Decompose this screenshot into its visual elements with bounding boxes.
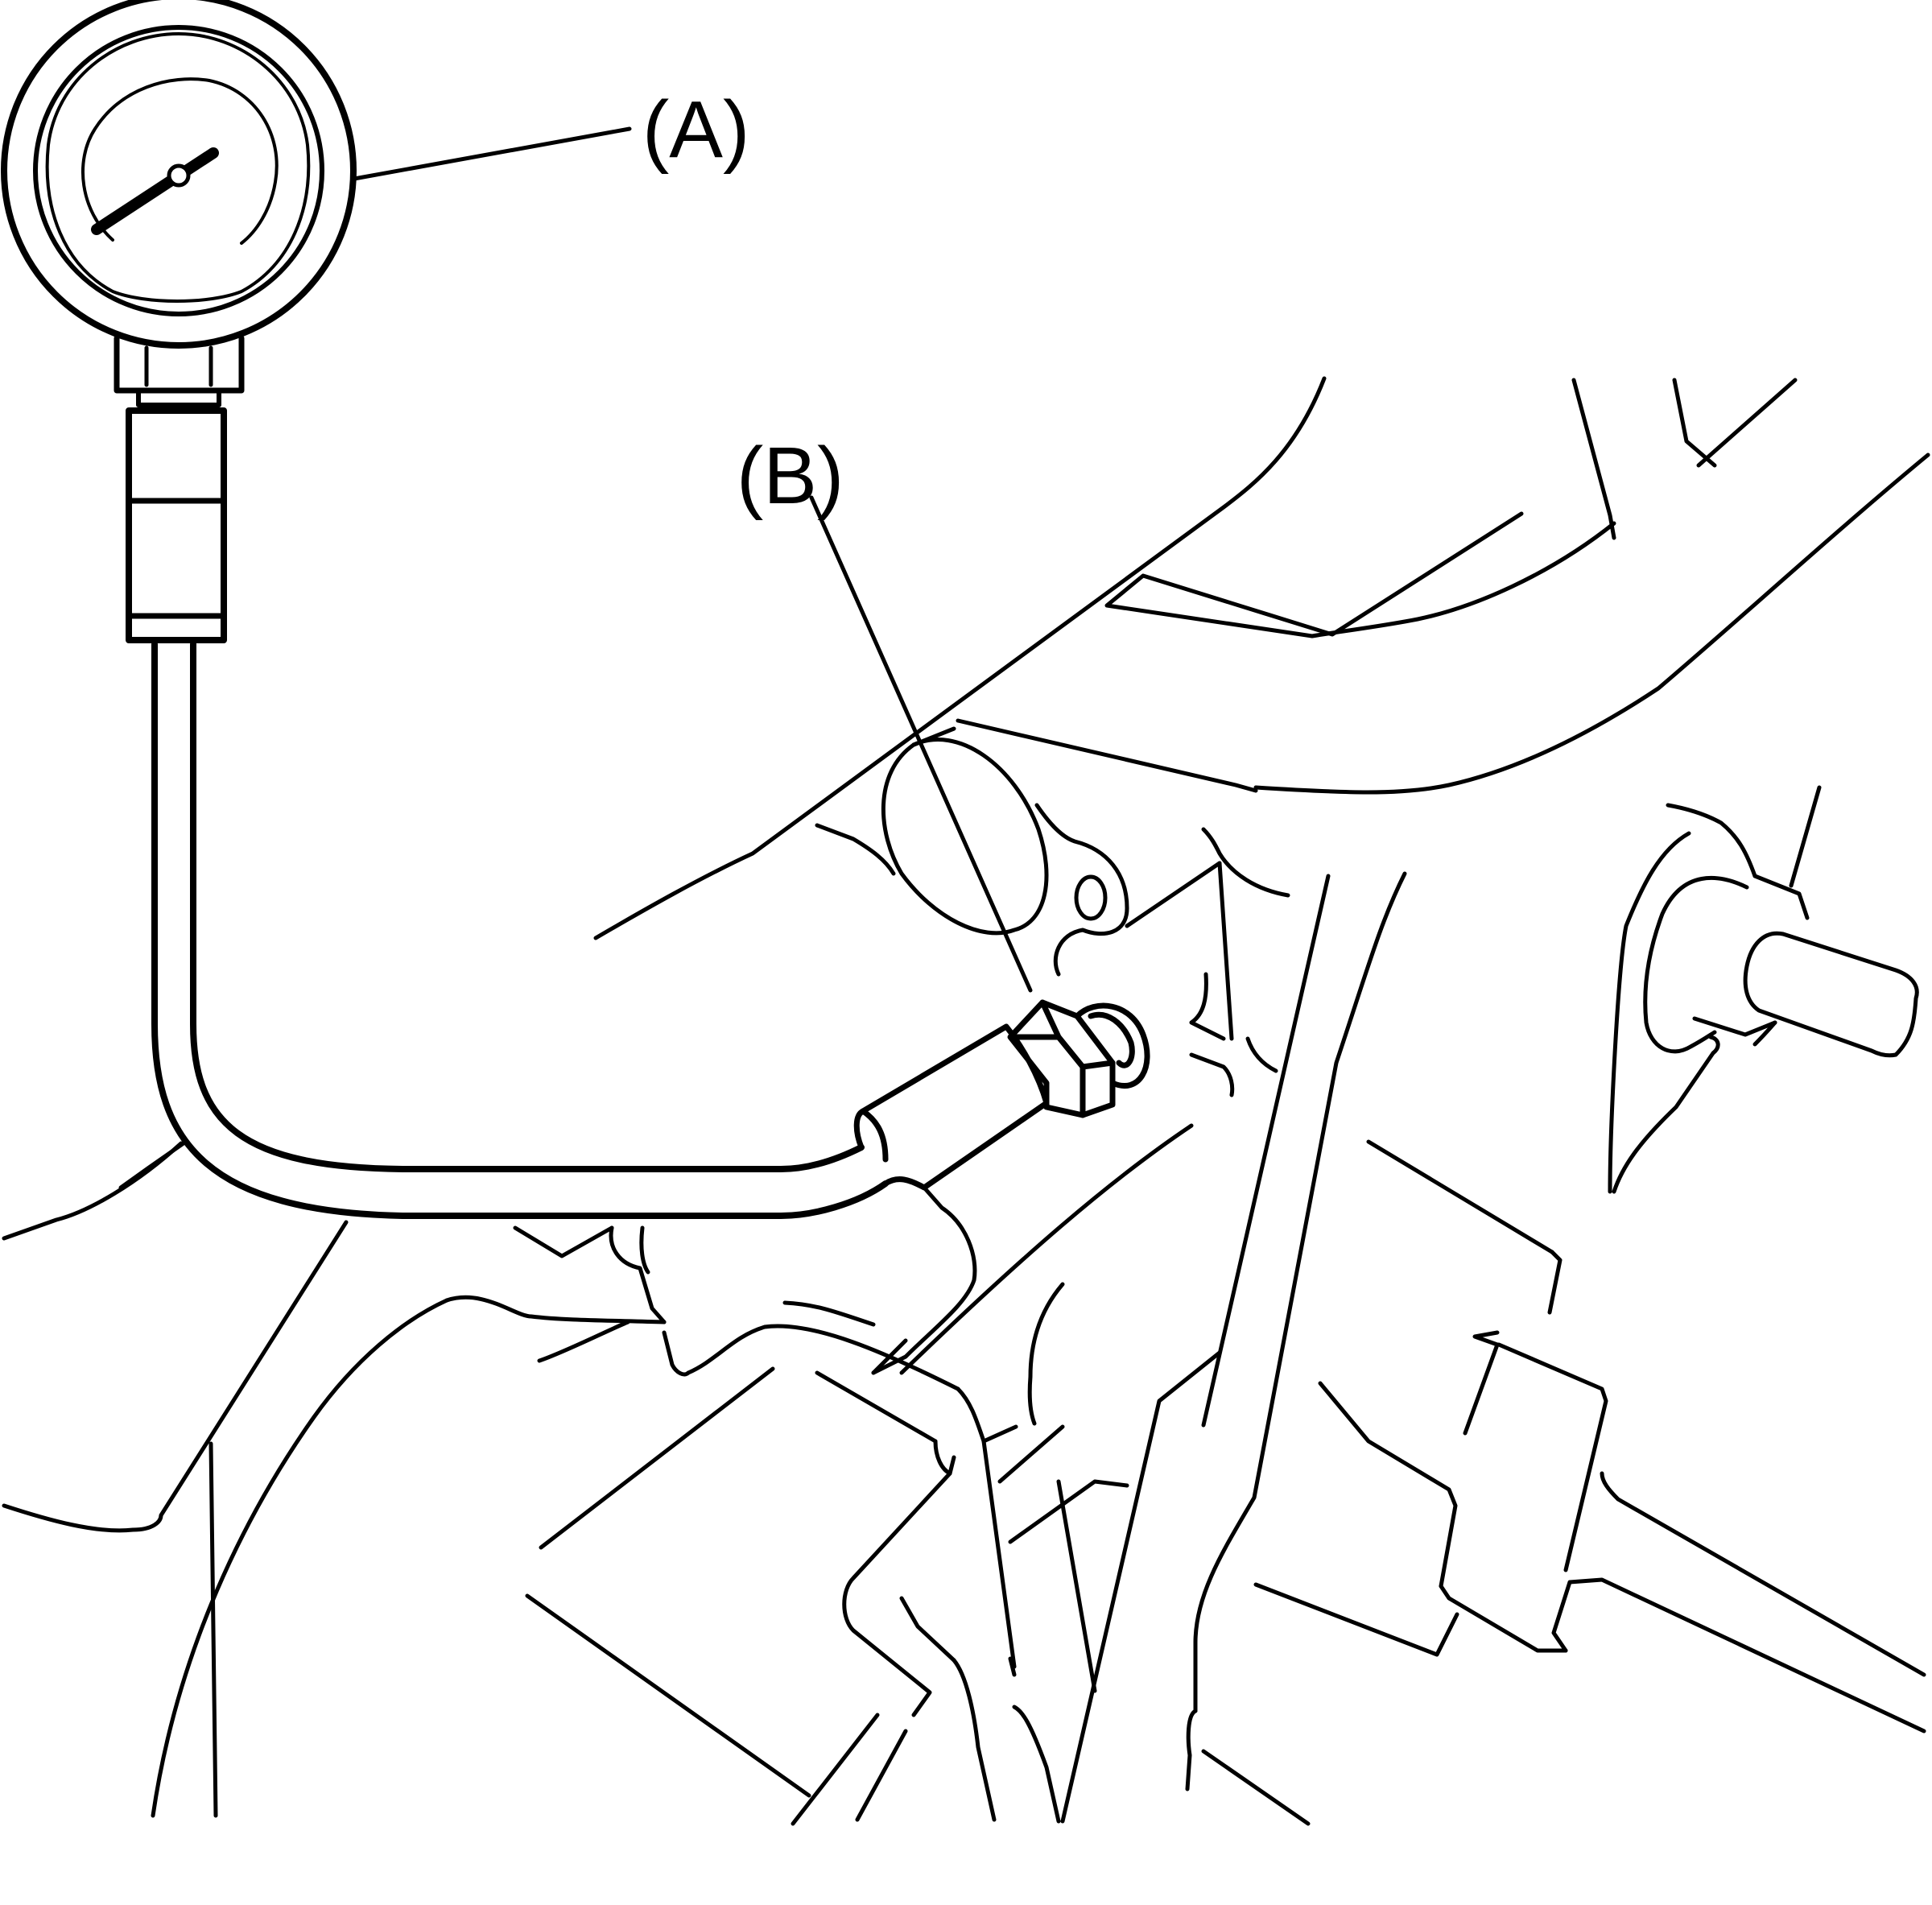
label-b: (B) [737,431,844,521]
gauge-face [45,32,311,303]
fitting-hex-nut [1007,999,1116,1118]
fitting-hex-faces [1009,999,1116,1118]
gauge-needle-hub [167,163,191,188]
engine-background-linework [2,376,1930,1826]
gauge-stem-inner [144,345,213,387]
fitting-sleeve-edge [860,1108,889,1163]
gauge-coupler-ring [136,388,221,407]
fitting-washer [1074,1002,1150,1089]
pressure-gauge-icon [1,0,357,643]
leader-line-a [352,126,632,181]
gauge-adapter-body [126,407,227,643]
fitting-washer-inner [1088,1011,1135,1068]
hose-fitting-icon [853,999,1150,1191]
gauge-scale-arc [80,77,279,245]
gauge-hose [151,641,889,1219]
gauge-outer-ring [1,0,357,349]
gauge-bezel [33,25,324,316]
gauge-needle [91,147,219,235]
label-a: (A) [642,85,749,175]
